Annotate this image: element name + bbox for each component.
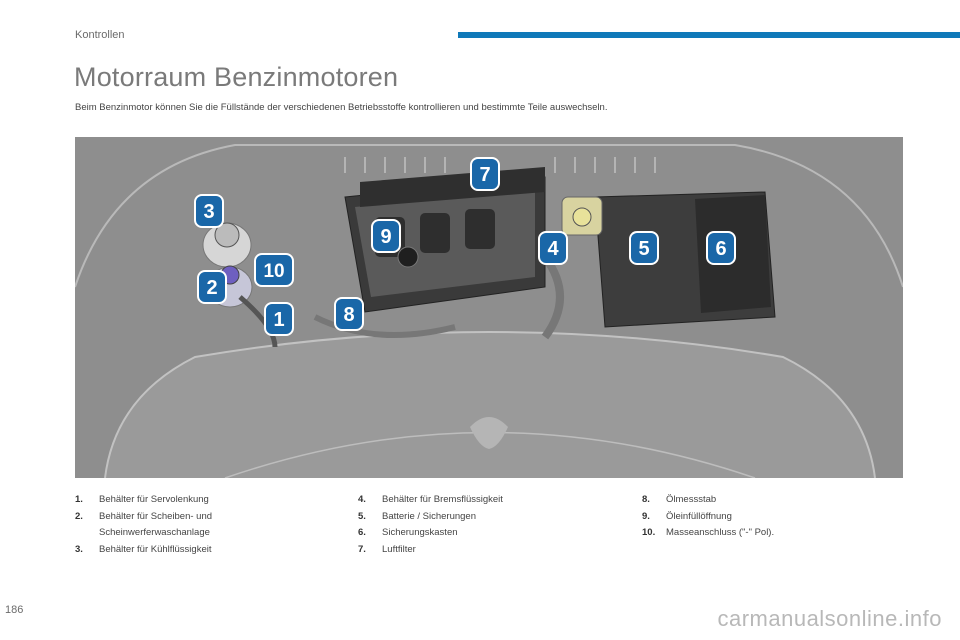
legend-item: 6.Sicherungskasten <box>358 527 458 538</box>
legend-item: 2.Behälter für Scheiben- und <box>75 510 213 522</box>
legend-column-3: 8.Ölmessstab 9.Öleinfüllöffnung 10.Masse… <box>642 492 774 542</box>
svg-text:2: 2 <box>206 277 217 299</box>
svg-text:3: 3 <box>203 201 214 223</box>
svg-text:7: 7 <box>479 164 490 186</box>
legend-item: 1.Behälter für Servolenkung <box>75 494 209 505</box>
legend-item: 3.Behälter für Kühlflüssigkeit <box>75 543 212 555</box>
legend-column-2: 4.Behälter für Bremsflüssigkeit 5.Batter… <box>358 492 503 558</box>
svg-text:10: 10 <box>263 261 284 282</box>
callout-8: 8 <box>334 297 364 331</box>
page-number: 186 <box>5 604 24 616</box>
engine-bay-illustration: 1 2 3 4 5 6 7 <box>75 137 903 478</box>
intro-paragraph: Beim Benzinmotor können Sie die Füllstän… <box>75 102 608 113</box>
legend-item: 9.Öleinfüllöffnung <box>642 510 732 522</box>
header-accent-bar <box>458 32 960 38</box>
legend-item: 4.Behälter für Bremsflüssigkeit <box>358 494 503 505</box>
svg-text:1: 1 <box>273 309 284 331</box>
callout-3: 3 <box>194 194 224 228</box>
callout-7: 7 <box>470 157 500 191</box>
callout-9: 9 <box>371 219 401 253</box>
callout-1: 1 <box>264 302 294 336</box>
svg-text:4: 4 <box>547 238 559 260</box>
legend-item: 7.Luftfilter <box>358 543 416 555</box>
callout-5: 5 <box>629 231 659 265</box>
legend-item: 10.Masseanschluss ("-" Pol). <box>642 527 775 538</box>
legend-item: 8.Ölmessstab <box>642 494 717 505</box>
callout-10: 10 <box>254 253 294 287</box>
callout-4: 4 <box>538 231 568 265</box>
legend-column-1: 1.Behälter für Servolenkung 2.Behälter f… <box>75 492 212 558</box>
svg-text:5: 5 <box>638 238 649 260</box>
callout-6: 6 <box>706 231 736 265</box>
callout-2: 2 <box>197 270 227 304</box>
legend-item-continuation: Scheinwerferwaschanlage <box>99 527 210 538</box>
svg-text:9: 9 <box>380 226 391 248</box>
svg-text:6: 6 <box>715 238 726 260</box>
legend-item: 5.Batterie / Sicherungen <box>358 510 477 522</box>
page-title: Motorraum Benzinmotoren <box>74 62 399 92</box>
section-header: Kontrollen <box>75 29 125 41</box>
watermark: carmanualsonline.info <box>717 606 942 631</box>
svg-text:8: 8 <box>343 304 354 326</box>
